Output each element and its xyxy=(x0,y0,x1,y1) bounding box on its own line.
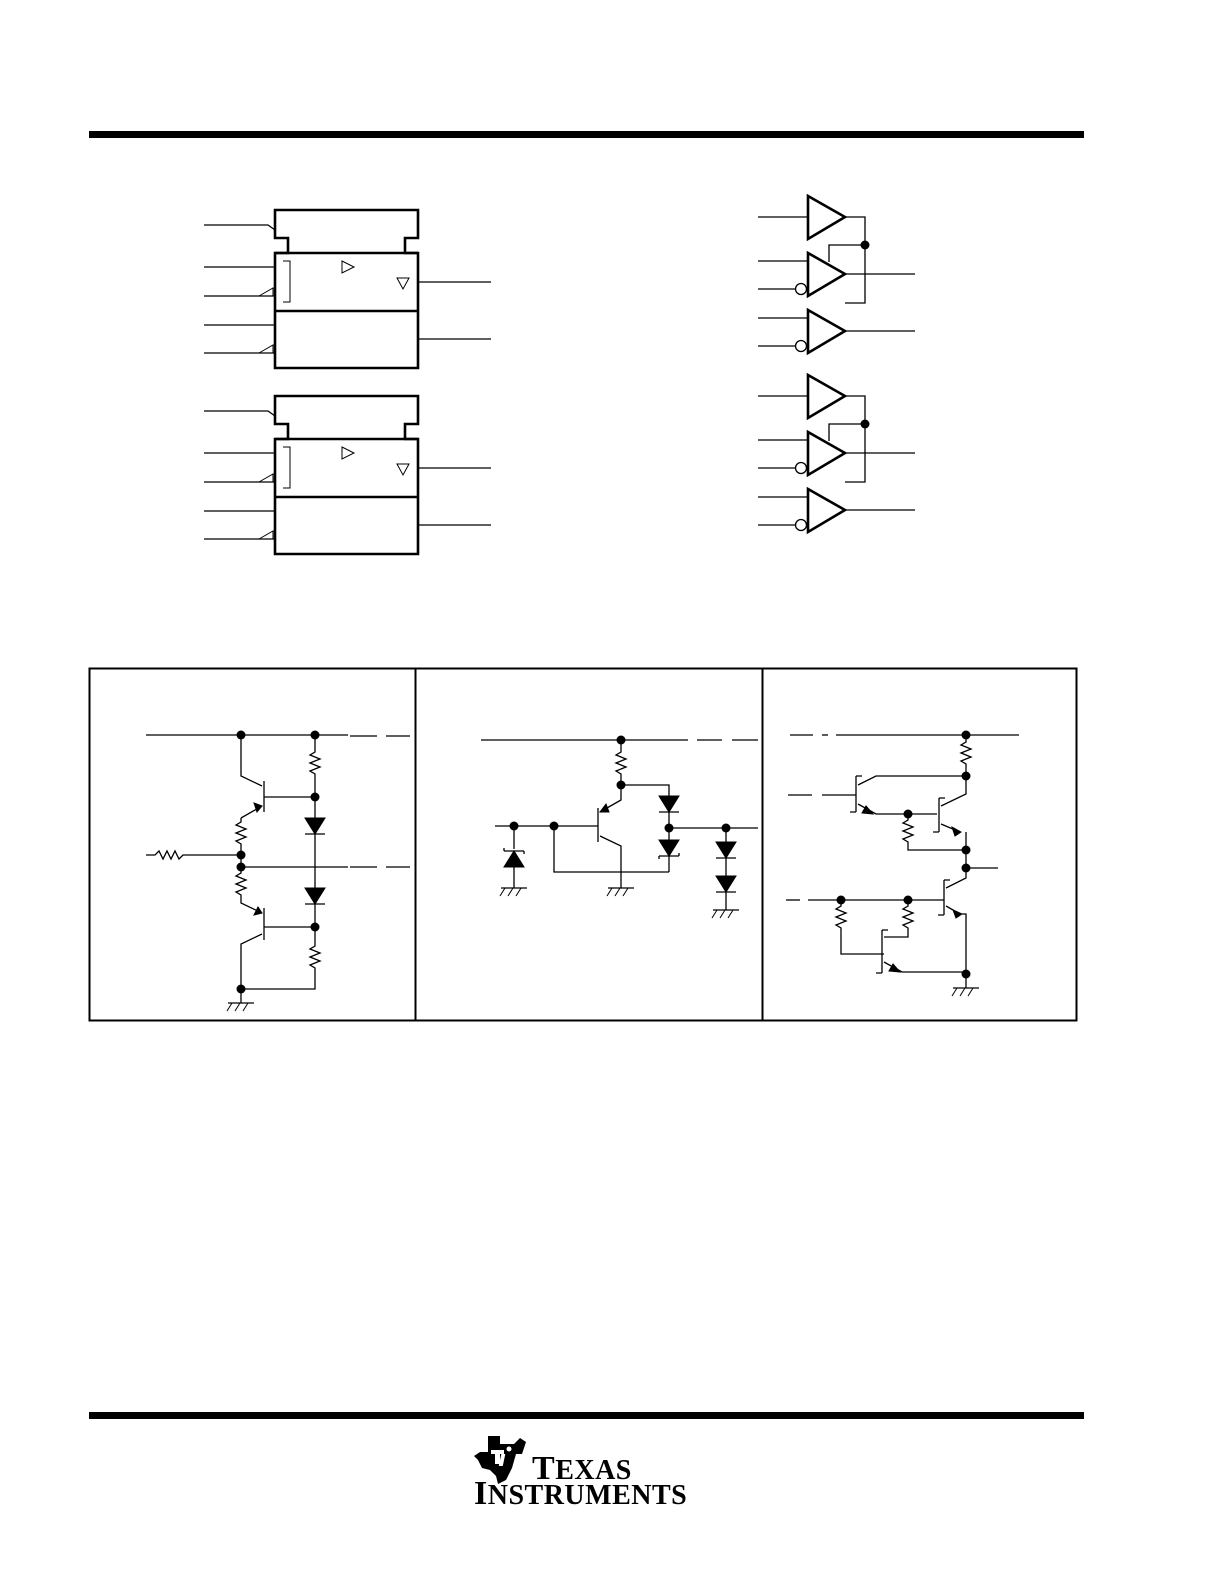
ti-logo: Texas Instruments xyxy=(470,1428,687,1512)
ground-icon xyxy=(226,1002,249,1012)
brand-name-line-1: Texas xyxy=(532,1450,632,1487)
left-schematic xyxy=(146,730,410,1012)
bracket-symbol xyxy=(283,446,291,489)
input-polarity-indicator xyxy=(258,287,274,297)
bracket-symbol xyxy=(283,260,291,303)
three-state-symbol xyxy=(396,277,410,291)
inverter-bubble-icon xyxy=(794,339,808,353)
input-polarity-indicator xyxy=(258,530,274,540)
logic-diagram-group-2 xyxy=(758,372,915,535)
input-polarity-indicator xyxy=(258,344,274,354)
ground-icon xyxy=(499,887,522,897)
ti-logo-icon xyxy=(474,1436,526,1484)
inverter-bubble-icon xyxy=(794,282,808,296)
buffer-gate-icon xyxy=(806,250,848,299)
three-state-symbol xyxy=(396,463,410,477)
buffer-gate-icon xyxy=(806,486,848,535)
input-polarity-indicator xyxy=(258,473,274,483)
logic-symbol-block-2 xyxy=(204,394,491,556)
brand-name-line-2: Instruments xyxy=(474,1475,688,1512)
footer-rule xyxy=(89,1412,1084,1419)
logic-diagram-group-1 xyxy=(758,193,915,356)
schematics-frame xyxy=(88,667,1078,1022)
ground-icon xyxy=(606,887,629,897)
ground-icon xyxy=(711,909,734,919)
header-rule xyxy=(89,131,1084,138)
buffer-gate-icon xyxy=(806,193,848,242)
logic-symbol-block-1 xyxy=(204,208,491,370)
ground-icon xyxy=(951,987,974,997)
buffer-symbol xyxy=(341,260,356,274)
right-schematic xyxy=(786,730,1019,997)
inverter-bubble-icon xyxy=(794,518,808,532)
buffer-gate-icon xyxy=(806,307,848,356)
inverter-bubble-icon xyxy=(794,461,808,475)
middle-schematic xyxy=(481,735,758,919)
buffer-symbol xyxy=(341,446,356,460)
buffer-gate-icon xyxy=(806,429,848,478)
buffer-gate-icon xyxy=(806,372,848,421)
